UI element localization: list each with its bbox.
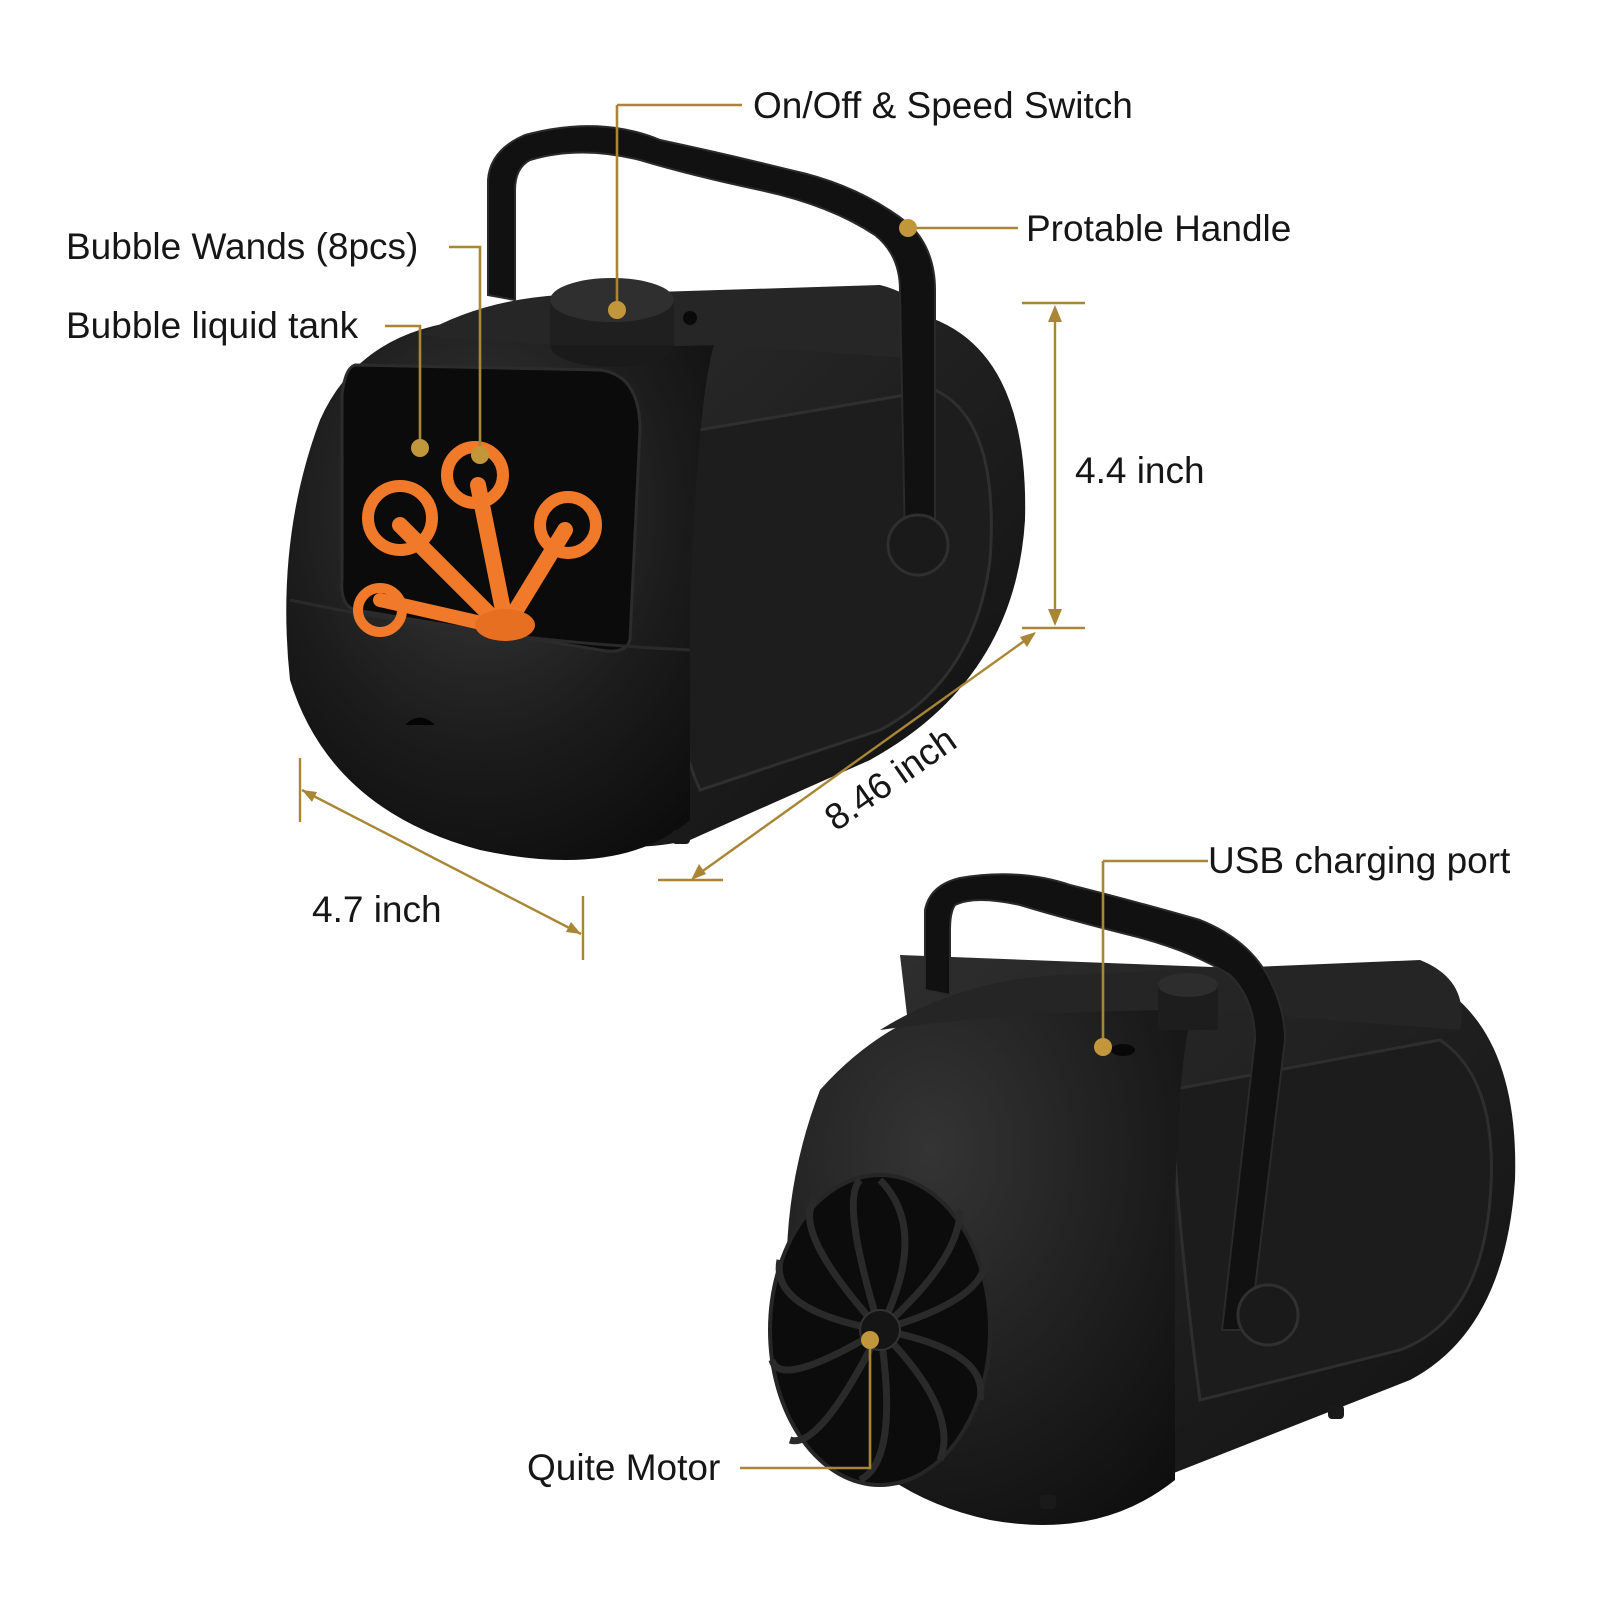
handle-pivot	[1236, 1283, 1300, 1347]
callout-wands	[449, 245, 489, 464]
wand-ring	[353, 583, 407, 637]
callout-usb	[1094, 859, 1208, 1056]
speed-switch-knob-rear	[1158, 973, 1218, 1030]
label-switch: On/Off & Speed Switch	[753, 85, 1133, 126]
wand-ring	[362, 480, 438, 556]
label-motor: Quite Motor	[527, 1447, 720, 1488]
motor-fan-grille	[768, 1173, 992, 1487]
machine-foot	[1040, 1495, 1056, 1509]
machine-top-surface	[420, 285, 936, 360]
front-slot	[405, 717, 435, 725]
label-handle: Protable Handle	[1026, 208, 1291, 249]
dimension-width	[298, 758, 585, 960]
wand-ring	[534, 491, 602, 559]
dimension-height-label: 4.4 inch	[1075, 450, 1205, 491]
dimension-length	[658, 632, 1036, 882]
callout-switch	[608, 103, 742, 319]
machine-foot	[672, 830, 690, 844]
indicator-hole	[683, 311, 697, 325]
usb-port	[1111, 1044, 1135, 1056]
machine-rear-view	[768, 873, 1516, 1525]
portable-handle-rear	[924, 873, 1287, 1331]
label-tank: Bubble liquid tank	[66, 305, 359, 346]
label-usb: USB charging port	[1208, 840, 1511, 881]
callout-handle	[899, 219, 1018, 237]
machine-foot	[1328, 1405, 1344, 1419]
callout-tank	[385, 324, 429, 457]
speed-switch-knob	[550, 278, 697, 367]
machine-front-view	[286, 125, 1026, 860]
handle-pivot	[886, 513, 950, 577]
tank-window	[340, 363, 642, 653]
wand-hub	[475, 609, 535, 641]
wand-ring	[441, 441, 509, 509]
label-wands: Bubble Wands (8pcs)	[66, 226, 418, 267]
dimension-width-label: 4.7 inch	[312, 889, 442, 930]
callout-motor	[740, 1331, 879, 1470]
bubble-wands	[353, 441, 602, 641]
dimension-height	[1022, 301, 1085, 630]
